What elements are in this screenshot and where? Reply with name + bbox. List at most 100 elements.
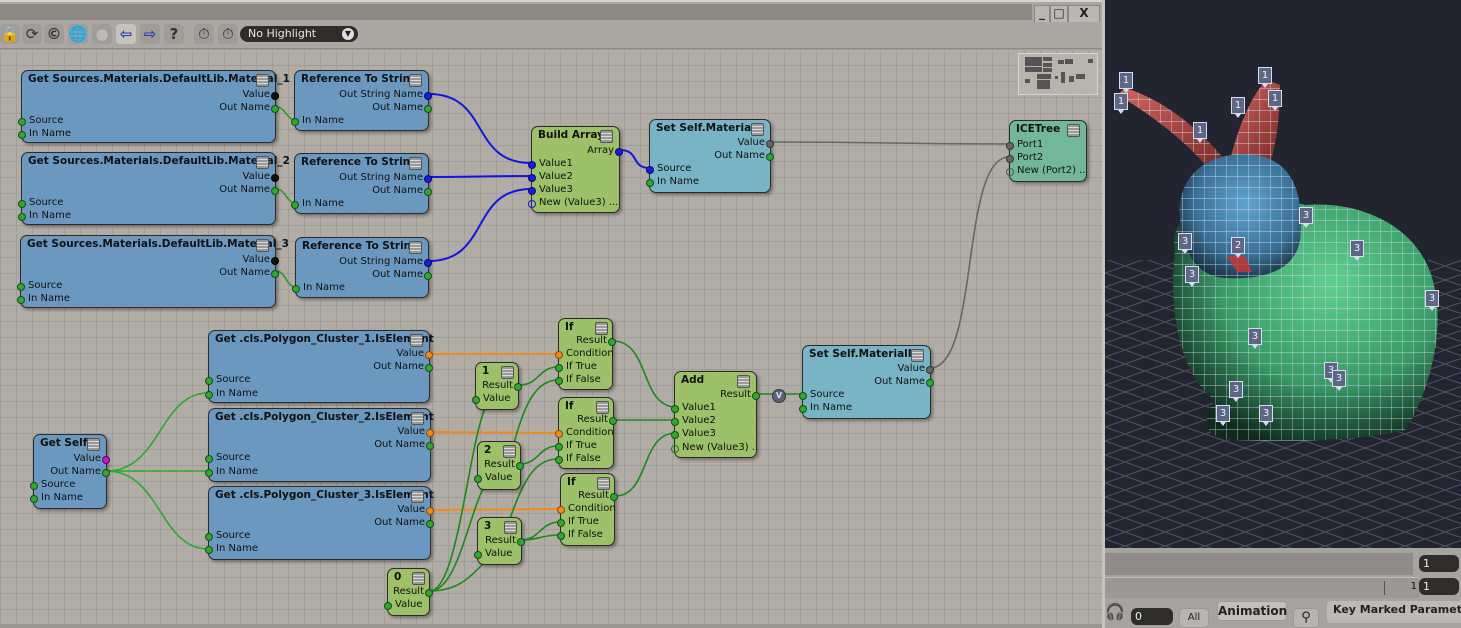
port-out-name[interactable]: Out Name xyxy=(219,102,279,114)
port-out-string-name[interactable]: Out String Name xyxy=(339,256,432,268)
port-out-name[interactable]: Out Name xyxy=(372,185,432,197)
port-array[interactable]: Array xyxy=(587,145,623,157)
port-new-port[interactable]: New (Port2) .. xyxy=(1006,165,1086,177)
port-value2[interactable]: Value2 xyxy=(671,415,716,427)
close-button[interactable]: X xyxy=(1068,5,1100,23)
node-get-material-2[interactable]: Get Sources.Materials.DefaultLib.Materia… xyxy=(18,152,290,225)
port-out-name[interactable]: Out Name xyxy=(372,269,432,281)
port-out-name[interactable]: Out Name xyxy=(372,102,432,114)
node-get-self[interactable]: Get Self Value Out Name Source In Name xyxy=(30,434,110,509)
node-build-array[interactable]: Build Array Array Value1 Value2 Value3 N… xyxy=(528,126,623,213)
port-in-name[interactable]: In Name xyxy=(205,466,258,478)
key-icon[interactable]: ⚲ xyxy=(1293,608,1319,628)
port-source[interactable]: Source xyxy=(205,530,250,542)
port-out-name[interactable]: Out Name xyxy=(219,267,279,279)
port-value[interactable]: Value xyxy=(472,393,510,405)
frame-field[interactable]: 0 xyxy=(1131,608,1173,625)
node-constant-3[interactable]: 3 Result Value xyxy=(474,517,525,565)
stopwatch-icon[interactable]: ⏱ xyxy=(194,24,214,44)
port-in-name[interactable]: In Name xyxy=(291,115,344,127)
port-condition[interactable]: Condition xyxy=(555,427,614,439)
port-value3[interactable]: Value3 xyxy=(671,428,716,440)
port-source[interactable]: Source xyxy=(17,280,62,292)
node-menu-icon[interactable] xyxy=(504,521,517,534)
node-menu-icon[interactable] xyxy=(256,74,269,87)
port-in-name[interactable]: In Name xyxy=(646,176,699,188)
panel-divider[interactable] xyxy=(1102,0,1105,628)
node-get-material-1[interactable]: Get Sources.Materials.DefaultLib.Materia… xyxy=(18,70,290,143)
port-port1[interactable]: Port1 xyxy=(1006,139,1043,151)
port-new-value[interactable]: New (Value3) ... xyxy=(528,197,618,209)
type-converter-icon[interactable]: V xyxy=(772,389,786,403)
port-if-false[interactable]: If False xyxy=(555,453,601,465)
port-out-name[interactable]: Out Name xyxy=(874,376,934,388)
port-value[interactable]: Value xyxy=(474,548,512,560)
node-constant-0[interactable]: 0 Result Value xyxy=(384,568,433,616)
node-menu-icon[interactable] xyxy=(600,130,613,143)
node-if-2[interactable]: If Result Condition If True If False xyxy=(555,397,617,469)
node-menu-icon[interactable] xyxy=(409,241,422,254)
node-menu-icon[interactable] xyxy=(256,156,269,169)
port-result[interactable]: Result xyxy=(576,335,616,347)
timeline-track-upper[interactable] xyxy=(1105,553,1413,575)
port-in-name[interactable]: In Name xyxy=(205,543,258,555)
port-value[interactable]: Value xyxy=(398,504,434,516)
c-icon[interactable]: © xyxy=(44,24,64,44)
node-reference-to-string-3[interactable]: Reference To String Out String Name Out … xyxy=(292,237,432,298)
node-if-3[interactable]: If Result Condition If True If False xyxy=(557,473,618,546)
help-icon[interactable]: ? xyxy=(164,24,184,44)
node-if-1[interactable]: If Result Condition If True If False xyxy=(555,318,616,390)
port-in-name[interactable]: In Name xyxy=(799,402,852,414)
node-reference-to-string-1[interactable]: Reference To String Out String Name Out … xyxy=(291,70,432,131)
node-menu-icon[interactable] xyxy=(595,322,608,335)
port-value1[interactable]: Value1 xyxy=(528,158,573,170)
port-in-name[interactable]: In Name xyxy=(30,492,83,504)
port-if-true[interactable]: If True xyxy=(555,440,597,452)
port-result[interactable]: Result xyxy=(578,490,618,502)
port-out-name[interactable]: Out Name xyxy=(219,184,279,196)
node-menu-icon[interactable] xyxy=(737,375,750,388)
port-new-value[interactable]: New (Value3) .. xyxy=(671,442,758,454)
minimize-button[interactable]: _ xyxy=(1034,5,1050,23)
node-get-polygon-cluster-2[interactable]: Get .cls.Polygon_Cluster_2.IsElement Val… xyxy=(205,408,434,482)
maximize-button[interactable]: □ xyxy=(1050,5,1068,23)
animation-button[interactable]: Animation xyxy=(1217,601,1287,621)
port-value2[interactable]: Value2 xyxy=(528,171,573,183)
port-condition[interactable]: Condition xyxy=(557,503,616,515)
start-frame-field[interactable]: 1 xyxy=(1419,555,1459,572)
port-value[interactable]: Value xyxy=(898,363,934,375)
port-if-true[interactable]: If True xyxy=(557,516,599,528)
node-menu-icon[interactable] xyxy=(412,572,425,585)
port-condition[interactable]: Condition xyxy=(555,348,614,360)
key-marked-parameters-button[interactable]: Key Marked Parameters xyxy=(1327,601,1461,623)
node-menu-icon[interactable] xyxy=(87,438,100,451)
port-port2[interactable]: Port2 xyxy=(1006,152,1043,164)
node-menu-icon[interactable] xyxy=(1067,124,1080,137)
node-reference-to-string-2[interactable]: Reference To String Out String Name Out … xyxy=(291,153,432,214)
node-menu-icon[interactable] xyxy=(751,123,764,136)
graph-minimap[interactable] xyxy=(1018,53,1098,95)
port-value[interactable]: Value xyxy=(243,254,279,266)
node-menu-icon[interactable] xyxy=(503,445,516,458)
refresh-icon[interactable]: ⟳ xyxy=(22,24,42,44)
forward-arrow-icon[interactable]: ⇨ xyxy=(140,24,160,44)
port-source[interactable]: Source xyxy=(18,197,63,209)
port-value[interactable]: Value xyxy=(738,137,774,149)
highlight-dropdown[interactable]: No Highlight ▼ xyxy=(240,26,358,42)
node-set-self-materialid[interactable]: Set Self.MaterialID Value Out Name Sourc… xyxy=(799,345,934,419)
port-value[interactable]: Value xyxy=(243,171,279,183)
port-in-name[interactable]: In Name xyxy=(291,198,344,210)
node-get-polygon-cluster-1[interactable]: Get .cls.Polygon_Cluster_1.IsElement Val… xyxy=(205,330,434,403)
node-menu-icon[interactable] xyxy=(596,401,609,414)
node-menu-icon[interactable] xyxy=(409,157,422,170)
stopwatch-c-icon[interactable]: ⏱ xyxy=(218,24,238,44)
node-menu-icon[interactable] xyxy=(501,366,514,379)
port-in-name[interactable]: In Name xyxy=(18,210,71,222)
node-menu-icon[interactable] xyxy=(410,334,423,347)
node-menu-icon[interactable] xyxy=(409,74,422,87)
port-value[interactable]: Value xyxy=(384,599,422,611)
node-menu-icon[interactable] xyxy=(256,239,269,252)
port-result[interactable]: Result xyxy=(484,459,524,471)
node-constant-1[interactable]: 1 Result Value xyxy=(472,362,522,410)
